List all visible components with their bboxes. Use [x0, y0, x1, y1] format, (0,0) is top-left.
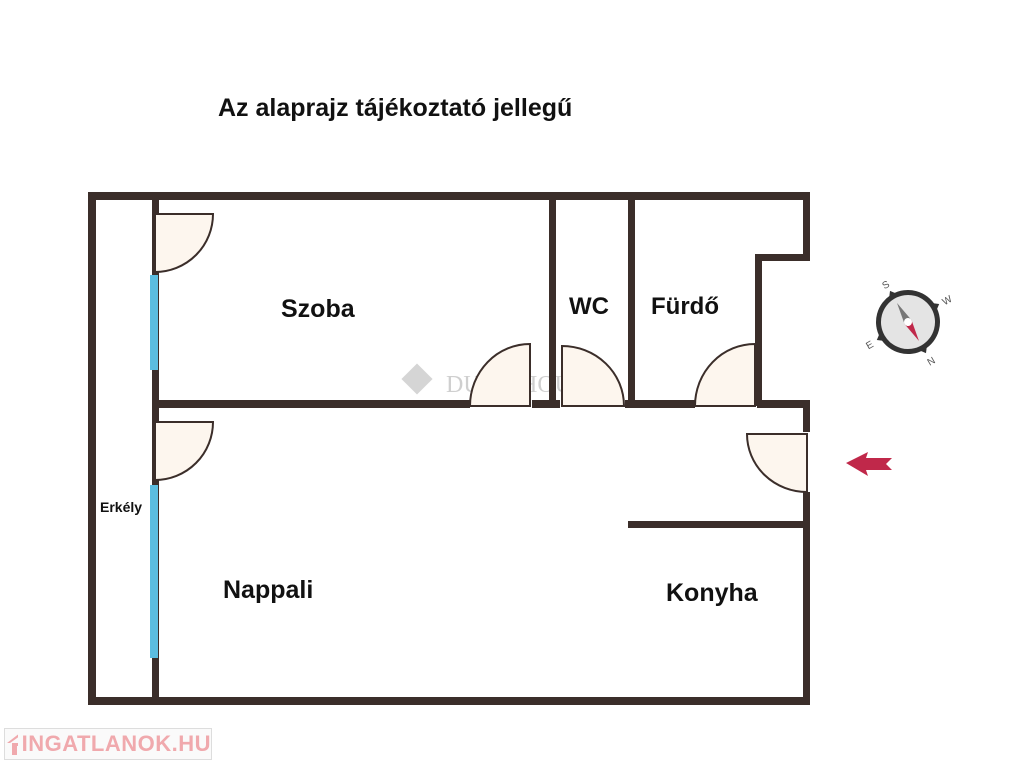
logo-text: INGATLANOK.HU — [21, 731, 211, 756]
door-furdo — [693, 342, 756, 407]
entrance-arrow-icon — [846, 452, 892, 476]
room-label-konyha: Konyha — [666, 579, 759, 607]
door-szoba — [468, 342, 531, 407]
svg-text:S: S — [881, 279, 893, 292]
room-label-furdo: Fürdő — [651, 293, 719, 320]
door-szoba-balcony — [154, 213, 215, 274]
svg-text:W: W — [941, 294, 955, 309]
svg-text:N: N — [925, 354, 937, 367]
room-label-szoba: Szoba — [281, 295, 356, 323]
room-label-nappali: Nappali — [223, 576, 313, 604]
window — [150, 485, 158, 658]
room-label-wc: WC — [569, 293, 609, 320]
door-nappali-balcony — [154, 421, 215, 482]
svg-text:E: E — [864, 339, 876, 352]
house-icon — [7, 734, 18, 755]
room-label-erkely: Erkély — [100, 499, 142, 515]
entrance-door — [745, 433, 808, 494]
door-wc — [561, 344, 626, 407]
plan-title: Az alaprajz tájékoztató jellegű — [218, 94, 573, 122]
compass-icon: S N W E — [864, 279, 955, 367]
ingatlanok-logo[interactable]: INGATLANOK.HU — [4, 728, 212, 760]
window — [150, 275, 158, 370]
